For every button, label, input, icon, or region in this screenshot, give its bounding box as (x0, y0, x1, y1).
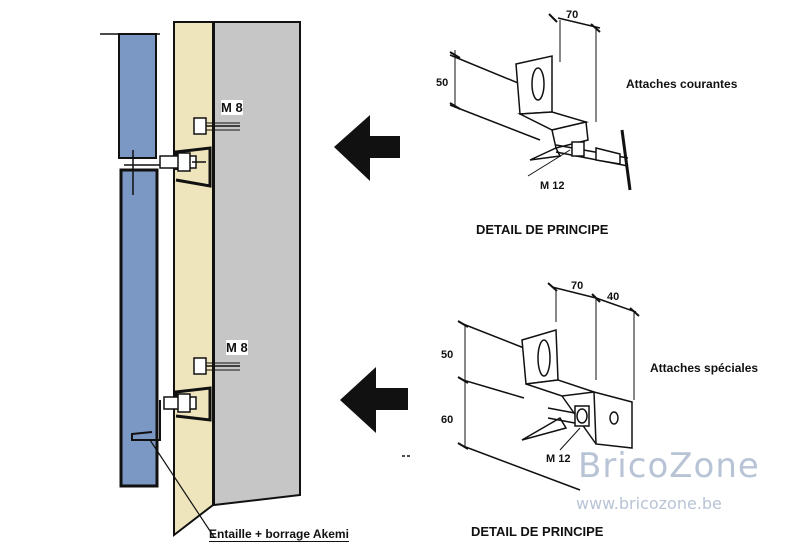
stone-panel-lower (119, 168, 159, 488)
arrow-left-bottom (340, 367, 408, 433)
note-label: Entaille + borrage Akemi (209, 527, 349, 542)
bottom-caption: Attaches spéciales (650, 361, 759, 375)
top-caption: Attaches courantes (626, 77, 738, 91)
bottom-bolt-label: M 12 (546, 453, 571, 465)
bottom-detail-title: DETAIL DE PRINCIPE (471, 524, 604, 539)
watermark-url: www.bricozone.be (576, 494, 722, 513)
stone-panel-upper (118, 33, 157, 159)
top-bolt-label: M 12 (540, 180, 565, 192)
bottom-dim-40: 40 (607, 291, 620, 303)
bottom-dim-60: 60 (441, 414, 454, 426)
concrete-wall (213, 21, 301, 507)
bolt-label-lower: M 8 (226, 340, 248, 355)
bolt-label-upper: M 8 (221, 100, 243, 115)
top-detail-title: DETAIL DE PRINCIPE (476, 222, 609, 237)
lower-anchor (131, 357, 240, 441)
top-dim-50: 50 (436, 77, 449, 89)
bottom-dim-50: 50 (441, 349, 454, 361)
watermark-brand: BricoZone (578, 446, 760, 486)
insulation-layer (173, 21, 214, 538)
top-dim-70: 70 (566, 9, 579, 21)
bracket-detail-top (449, 13, 632, 191)
upper-anchor (159, 117, 240, 188)
bracket-detail-bottom (402, 282, 640, 491)
arrow-left-top (334, 115, 400, 181)
bottom-dim-70: 70 (571, 280, 584, 292)
